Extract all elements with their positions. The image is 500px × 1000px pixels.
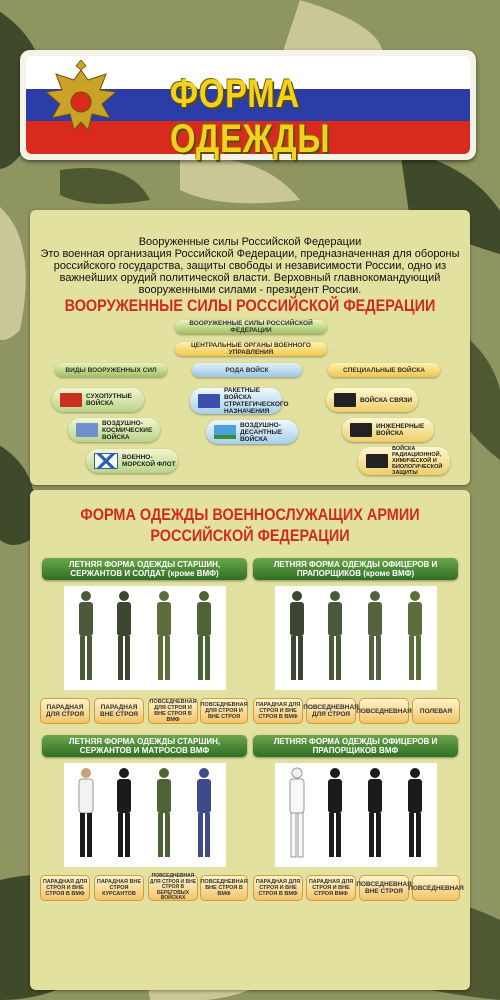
double-headed-eagle-emblem-icon bbox=[44, 60, 118, 132]
sailors-photo bbox=[64, 763, 226, 867]
caption-s1-2: ПАРАДНАЯ ВНЕ СТРОЯ bbox=[94, 698, 144, 724]
signal-troops-icon bbox=[334, 393, 356, 407]
caption-s1-1: ПАРАДНАЯ ДЛЯ СТРОЯ bbox=[40, 698, 90, 724]
navy-flag-icon bbox=[94, 453, 118, 469]
intro-text: Вооруженные силы Российской Федерации Эт… bbox=[36, 236, 464, 296]
airborne-forces-icon bbox=[214, 425, 236, 439]
soldiers-photo bbox=[64, 586, 226, 690]
caption-s3-2: ПАРАДНАЯ ВНЕ СТРОЯ КУРСАНТОВ bbox=[94, 875, 144, 901]
uniforms-heading-line1: ФОРМА ОДЕЖДЫ ВОЕННОСЛУЖАЩИХ АРМИИ bbox=[80, 505, 420, 524]
caption-s3-4: ПОВСЕДНЕВНАЯ ВНЕ СТРОЯ В ВМФ bbox=[200, 875, 248, 901]
section-officers-summer: ЛЕТНЯЯ ФОРМА ОДЕЖДЫ ОФИЦЕРОВ И ПРАПОРЩИК… bbox=[253, 558, 458, 580]
caption-s4-3: ПОВСЕДНЕВНАЯ ВНЕ СТРОЯ bbox=[356, 875, 412, 901]
engineer-troops-item: ИНЖЕНЕРНЫЕ ВОЙСКА bbox=[342, 418, 434, 442]
caption-s4-1: ПАРАДНАЯ ДЛЯ СТРОЯ И ВНЕ СТРОЯ В ВМФ bbox=[253, 875, 303, 901]
armed-forces-box: ВООРУЖЕННЫЕ СИЛЫ РОССИЙСКОЙ ФЕДЕРАЦИИ bbox=[175, 320, 327, 334]
service-branches-title: РОДА ВОЙСК bbox=[192, 363, 302, 377]
airborne-forces-item: ВОЗДУШНО-ДЕСАНТНЫЕ ВОЙСКА bbox=[206, 420, 298, 444]
navy-item: ВОЕННО-МОРСКОЙ ФЛОТ bbox=[86, 449, 178, 473]
nbc-protection-item: ВОЙСКА РАДИАЦИОННОЙ, ХИМИЧЕСКОЙ И БИОЛОГ… bbox=[358, 446, 450, 476]
officers-photo bbox=[275, 586, 437, 690]
central-command-box: ЦЕНТРАЛЬНЫЕ ОРГАНЫ ВОЕННОГО УПРАВЛЕНИЯ bbox=[175, 342, 327, 356]
uniforms-heading-line2: РОССИЙСКОЙ ФЕДЕРАЦИИ bbox=[150, 526, 350, 545]
caption-s1-3: ПОВСЕДНЕВНАЯ ДЛЯ СТРОЯ И ВНЕ СТРОЯ В ВМФ bbox=[148, 698, 198, 724]
strategic-missile-icon bbox=[198, 394, 220, 408]
caption-s1-4: ПОВСЕДНЕВНАЯ ДЛЯ СТРОЯ И ВНЕ СТРОЯ bbox=[200, 698, 248, 724]
nbc-protection-icon bbox=[366, 454, 388, 468]
ground-forces-icon bbox=[60, 393, 82, 407]
caption-s3-3: ПОВСЕДНЕВНАЯ ДЛЯ СТРОЯ И ВНЕ СТРОЯ В БЕР… bbox=[148, 873, 198, 902]
strategic-missile-item: РАКЕТНЫЕ ВОЙСКА СТРАТЕГИЧЕСКОГО НАЗНАЧЕН… bbox=[190, 387, 289, 415]
caption-s4-4: ПОВСЕДНЕВНАЯ bbox=[408, 875, 464, 901]
signal-troops-item: ВОЙСКА СВЯЗИ bbox=[326, 388, 418, 412]
caption-s2-4: ПОЛЕВАЯ bbox=[412, 698, 460, 724]
force-types-title: ВИДЫ ВООРУЖЕННЫХ СИЛ bbox=[55, 363, 167, 377]
engineer-troops-icon bbox=[350, 423, 372, 437]
section-naval-officers-summer: ЛЕТНЯЯ ФОРМА ОДЕЖДЫ ОФИЦЕРОВ И ПРАПОРЩИК… bbox=[253, 735, 458, 757]
naval-officers-photo bbox=[275, 763, 437, 867]
structure-heading: ВООРУЖЕННЫЕ СИЛЫ РОССИЙСКОЙ ФЕДЕРАЦИИ bbox=[64, 296, 436, 315]
page-title: ФОРМА ОДЕЖДЫ bbox=[170, 72, 331, 161]
caption-s2-2: ПОВСЕДНЕВНАЯ ДЛЯ СТРОЯ bbox=[303, 698, 359, 724]
caption-s4-2: ПАРАДНАЯ ДЛЯ СТРОЯ И ВНЕ СТРОЯ ВМФ bbox=[306, 875, 356, 901]
aerospace-forces-item: ВОЗДУШНО-КОСМИЧЕСКИЕ ВОЙСКА bbox=[68, 418, 160, 442]
intro-title: Вооруженные силы Российской Федерации bbox=[138, 236, 362, 248]
aerospace-forces-icon bbox=[76, 423, 98, 437]
ground-forces-item: СУХОПУТНЫЕ ВОЙСКА bbox=[52, 388, 144, 412]
russian-flag bbox=[26, 56, 470, 154]
caption-s2-1: ПАРАДНАЯ ДЛЯ СТРОЯ И ВНЕ СТРОЯ В ВМФ bbox=[253, 698, 303, 724]
caption-s2-3: ПОВСЕДНЕВНАЯ bbox=[356, 698, 412, 724]
caption-s3-1: ПАРАДНАЯ ДЛЯ СТРОЯ И ВНЕ СТРОЯ В ВМФ bbox=[40, 875, 90, 901]
section-soldiers-summer: ЛЕТНЯЯ ФОРМА ОДЕЖДЫ СТАРШИН, СЕРЖАНТОВ И… bbox=[42, 558, 247, 580]
section-sailors-summer: ЛЕТНЯЯ ФОРМА ОДЕЖДЫ СТАРШИН, СЕРЖАНТОВ И… bbox=[42, 735, 247, 757]
intro-body: Это военная организация Российской Федер… bbox=[40, 248, 460, 296]
special-troops-title: СПЕЦИАЛЬНЫЕ ВОЙСКА bbox=[328, 363, 440, 377]
